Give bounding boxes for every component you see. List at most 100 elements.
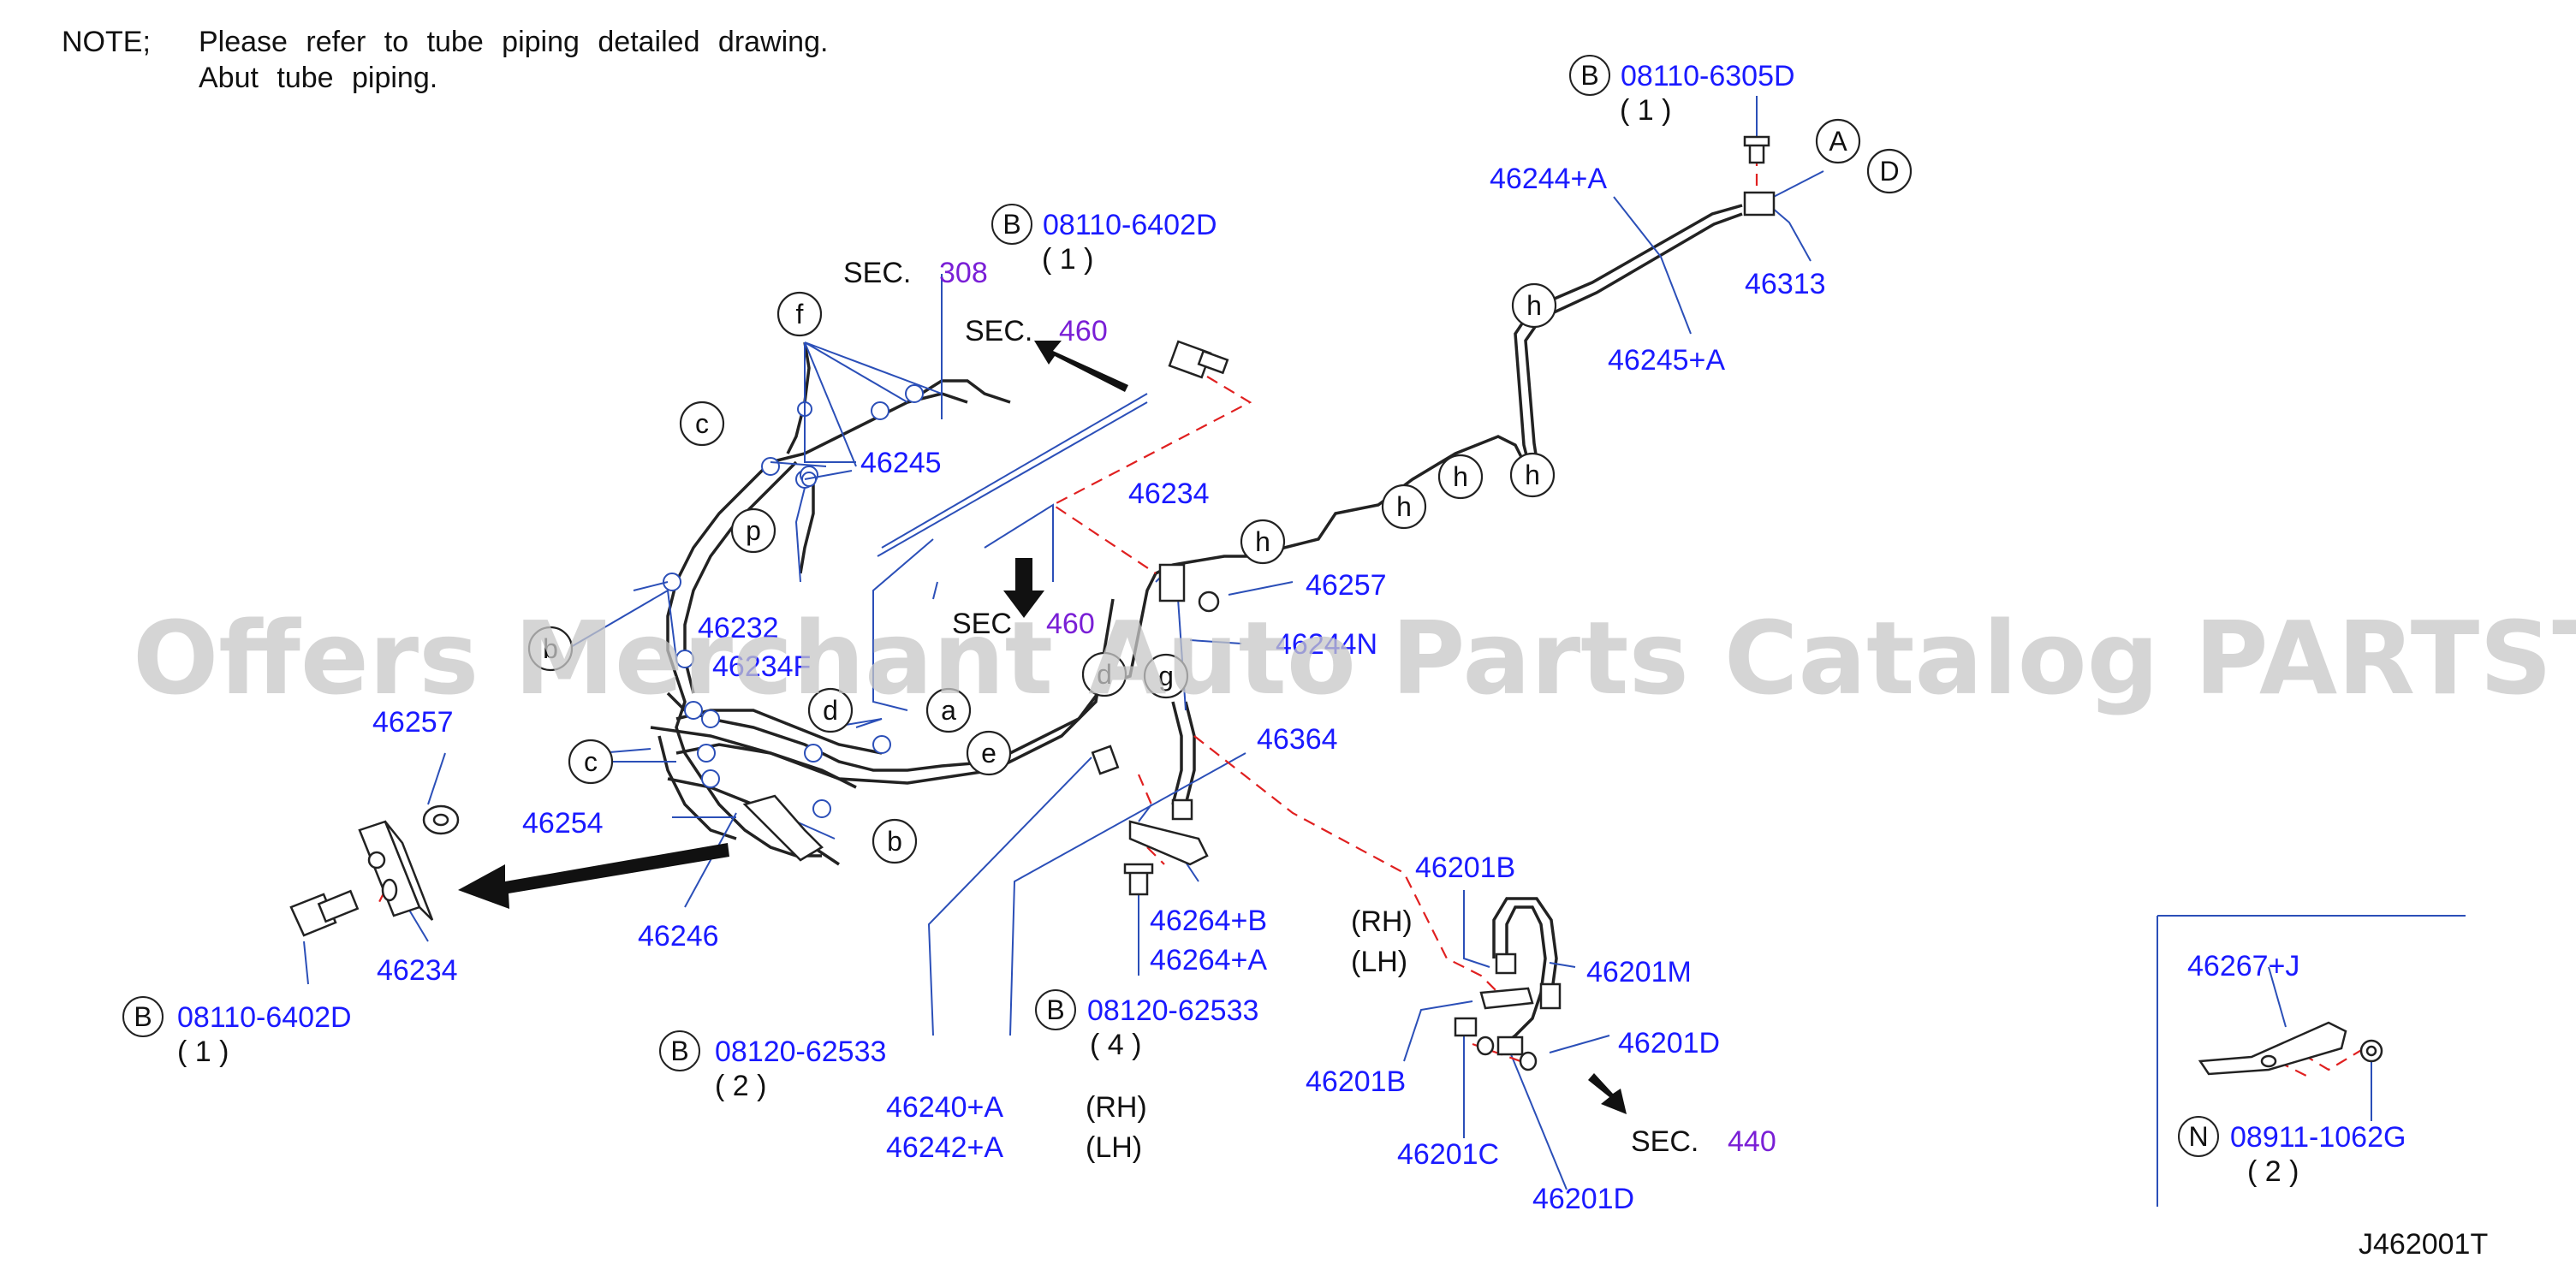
note-label: NOTE; — [62, 26, 151, 58]
part-label-46244N: 46244N — [1276, 628, 1377, 661]
part-label-46257: 46257 — [372, 706, 454, 739]
section-number: 460 — [1046, 608, 1095, 640]
callout-prefix: B — [1046, 994, 1064, 1025]
part-label-46232: 46232 — [698, 612, 779, 644]
ref-letter-a: a — [941, 695, 956, 726]
ref-letter-p: p — [746, 515, 761, 546]
part-number: 08120-62533 — [1087, 994, 1258, 1027]
side-lh: (LH) — [1351, 946, 1407, 978]
bracket-icon — [1128, 798, 1209, 866]
section-number: 440 — [1728, 1125, 1776, 1158]
watermark: Offers Merchant Auto Parts Catalog PARTS… — [133, 599, 2576, 717]
diagram-code: J462001T — [2359, 1228, 2488, 1261]
callout-prefix: N — [2188, 1121, 2208, 1152]
side-lh: (LH) — [1086, 1131, 1142, 1164]
part-label-46201M: 46201M — [1586, 956, 1692, 988]
part-label-46254: 46254 — [522, 807, 604, 840]
leader-lines — [303, 96, 2466, 1207]
clip-icon — [1743, 191, 1776, 217]
part-number: 08110-6402D — [1043, 209, 1217, 241]
section-label: SEC. — [843, 257, 911, 289]
part-label-46244A: 46244+A — [1490, 163, 1607, 195]
ref-letter-h: h — [1396, 491, 1412, 522]
direction-arrows — [458, 341, 1627, 1114]
part-label-46264A: 46264+A — [1150, 944, 1267, 976]
clamp-icon — [742, 794, 824, 862]
part-label-46242A: 46242+A — [886, 1131, 1003, 1164]
part-label-46234: 46234 — [1128, 478, 1210, 510]
part-number: 08110-6402D — [177, 1001, 352, 1034]
part-number: 08911-1062G — [2230, 1121, 2406, 1154]
bracket-icon — [2198, 1021, 2347, 1076]
ref-letter-b: b — [887, 826, 902, 857]
bolt-callouts: B 08110-6305D ( 1 ) B 08110-6402D ( 1 ) … — [122, 55, 2406, 1188]
ref-letter-g: g — [1158, 661, 1174, 691]
part-label-46245A: 46245+A — [1608, 344, 1725, 377]
part-number: 08120-62533 — [715, 1036, 886, 1068]
ref-letter-d: d — [823, 695, 838, 726]
callout-prefix: B — [134, 1001, 152, 1032]
side-rh: (RH) — [1086, 1091, 1147, 1124]
part-number: 08110-6305D — [1621, 60, 1795, 92]
bolt-icon — [1168, 340, 1229, 379]
tube-junctions — [663, 384, 924, 818]
section-label: SEC. — [1631, 1125, 1698, 1158]
ref-letter-h: h — [1525, 460, 1540, 490]
callout-prefix: B — [670, 1036, 688, 1066]
part-label-46257: 46257 — [1306, 569, 1387, 602]
section-label: SEC — [952, 608, 1012, 640]
reference-letter-text: A D h h h h h f c p b d a e b c d g — [543, 126, 1899, 857]
part-label-46313: 46313 — [1745, 268, 1826, 300]
part-label-46201B: 46201B — [1415, 852, 1515, 884]
side-labels: (RH) (LH) (RH) (LH) — [1086, 905, 1413, 1164]
note-line-2: Abut tube piping. — [199, 62, 438, 94]
part-label-46364: 46364 — [1257, 723, 1338, 756]
quantity: ( 4 ) — [1090, 1029, 1141, 1061]
ref-letter-A: A — [1829, 126, 1847, 157]
ref-letter-b: b — [543, 633, 558, 664]
bracket-icon — [1479, 987, 1534, 1010]
ref-letter-e: e — [981, 738, 996, 769]
ref-letter-c: c — [695, 408, 709, 439]
screw-icon — [1123, 863, 1154, 896]
washer-icon — [422, 804, 460, 835]
section-references: SEC. 308 SEC. 460 SEC 460 SEC. 440 — [843, 257, 1776, 1158]
ref-letter-h: h — [1453, 461, 1468, 492]
quantity: ( 2 ) — [715, 1070, 766, 1102]
block-icon — [358, 820, 434, 921]
ref-letter-c: c — [584, 746, 598, 777]
note-line-1: Please refer to tube piping detailed dra… — [199, 26, 829, 58]
part-label-46201C: 46201C — [1397, 1138, 1499, 1171]
callout-prefix: B — [1580, 60, 1598, 91]
part-label-46240A: 46240+A — [886, 1091, 1003, 1124]
quantity: ( 1 ) — [177, 1036, 229, 1068]
washer-icon — [1476, 1036, 1538, 1071]
part-label-46201B: 46201B — [1306, 1065, 1406, 1098]
nut-icon — [2359, 1039, 2383, 1063]
part-labels: 46244+A 46245+A 46313 46245 46234 46257 … — [372, 163, 2299, 1215]
part-label-46267J: 46267+J — [2187, 950, 2299, 982]
note-block: NOTE; Please refer to tube piping detaile… — [62, 24, 828, 96]
ref-letter-h: h — [1526, 290, 1542, 321]
nut-icon — [1198, 590, 1220, 613]
ref-letter-D: D — [1879, 156, 1899, 187]
reference-letters — [527, 118, 1913, 864]
bolt-icon — [1743, 135, 1770, 164]
bolt-icon — [289, 889, 360, 937]
part-label-46201D: 46201D — [1532, 1183, 1634, 1215]
quantity: ( 1 ) — [1042, 243, 1093, 276]
part-label-46246: 46246 — [638, 920, 719, 952]
section-number: 460 — [1059, 315, 1108, 347]
part-label-46264B: 46264+B — [1150, 905, 1267, 937]
clip-icon — [1158, 563, 1186, 602]
part-label-46201D: 46201D — [1618, 1027, 1720, 1059]
section-number: 308 — [939, 257, 988, 289]
ref-letter-h: h — [1255, 526, 1270, 557]
hose-fitting-icon — [1495, 952, 1562, 1010]
quantity: ( 2 ) — [2247, 1155, 2299, 1188]
side-rh: (RH) — [1351, 905, 1413, 938]
quantity: ( 1 ) — [1620, 94, 1671, 127]
fitting-icon — [1496, 1036, 1524, 1056]
section-label: SEC. — [965, 315, 1032, 347]
